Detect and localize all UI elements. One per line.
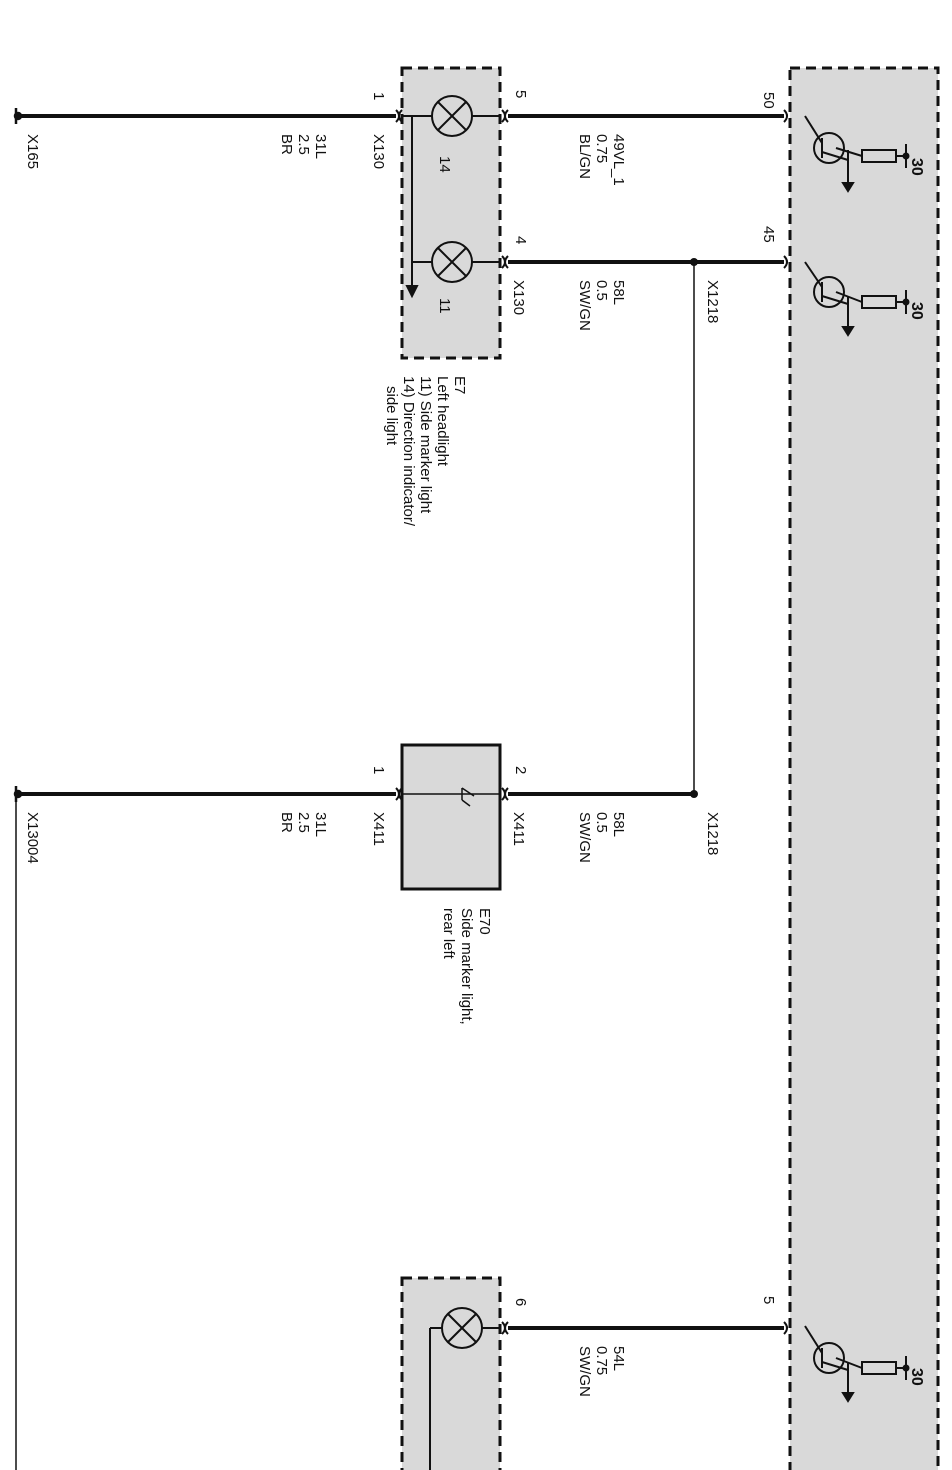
cu-pin-50: 50 (760, 92, 777, 109)
output-stage-5 (804, 1325, 910, 1403)
lamp-14-label: 14 (436, 156, 453, 173)
connector-x1218-a: X1218 (704, 280, 721, 323)
output-stage-50 (804, 115, 910, 193)
wire-1-gauge: 0.75 (593, 134, 610, 163)
e70-desc-1: Side marker light, (458, 908, 475, 1025)
wire-4-color: SW/GN (576, 1346, 593, 1397)
e7-pin-1: 1 (370, 92, 387, 100)
wire-2-gauge: 0.5 (593, 280, 610, 301)
wire-3-signal: 58L (610, 812, 627, 837)
supply-label-3: 30 (908, 1368, 925, 1386)
ground-terminals (13, 108, 23, 802)
wire-5-signal: 31L (312, 134, 329, 159)
e7-desc-3: 14) Direction indicator/ (400, 376, 417, 527)
control-unit (788, 66, 940, 1470)
connector-x1218-b: X1218 (704, 812, 721, 855)
connector-symbols (395, 109, 788, 1335)
supply-label-2: 30 (908, 302, 925, 320)
output-stage-45 (804, 261, 910, 337)
wire-6-color: BR (278, 812, 295, 833)
lower-pin-6: 6 (512, 1298, 529, 1306)
splice-dots (690, 258, 698, 798)
e70-pin-1: 1 (370, 766, 387, 774)
wire-3-gauge: 0.5 (593, 812, 610, 833)
connector-x130-b: X130 (510, 280, 527, 315)
e7-desc-2: 11) Side marker light (417, 376, 434, 514)
connector-x165: X165 (24, 134, 41, 169)
e7-desc-1: Left headlight (434, 376, 451, 467)
cu-pin-5: 5 (760, 1296, 777, 1304)
cu-pin-45: 45 (760, 226, 777, 243)
wire-5-color: BR (278, 134, 295, 155)
e70-id: E70 (476, 908, 493, 935)
e70-component (400, 743, 502, 891)
connector-x13004: X13004 (24, 812, 41, 864)
wire-2-signal: 58L (610, 280, 627, 305)
wire-6-gauge: 2.5 (295, 812, 312, 833)
e70-desc-2: rear left (440, 908, 457, 960)
e70-pin-2: 2 (512, 766, 529, 774)
lamp-11-label: 11 (436, 298, 453, 314)
connector-x411-a: X411 (370, 812, 387, 846)
e7-component (400, 66, 502, 360)
wire-6-signal: 31L (312, 812, 329, 837)
e7-pin-4: 4 (512, 236, 529, 244)
wire-1-color: BL/GN (576, 134, 593, 179)
wire-3-color: SW/GN (576, 812, 593, 863)
e7-pin-5: 5 (512, 90, 529, 98)
e7-id: E7 (451, 376, 468, 394)
wire-2-color: SW/GN (576, 280, 593, 331)
wire-5-gauge: 2.5 (295, 134, 312, 155)
lower-lamp-component (400, 1276, 502, 1470)
wire-4-signal: 54L (610, 1346, 627, 1371)
connector-x411-b: X411 (510, 812, 527, 846)
wire-1-signal: 49VL_1 (610, 134, 627, 186)
supply-label-1: 30 (908, 158, 925, 176)
wires (15, 114, 784, 1470)
wire-4-gauge: 0.75 (593, 1346, 610, 1375)
connector-x130-a: X130 (370, 134, 387, 169)
e7-desc-4: side light (383, 386, 400, 446)
